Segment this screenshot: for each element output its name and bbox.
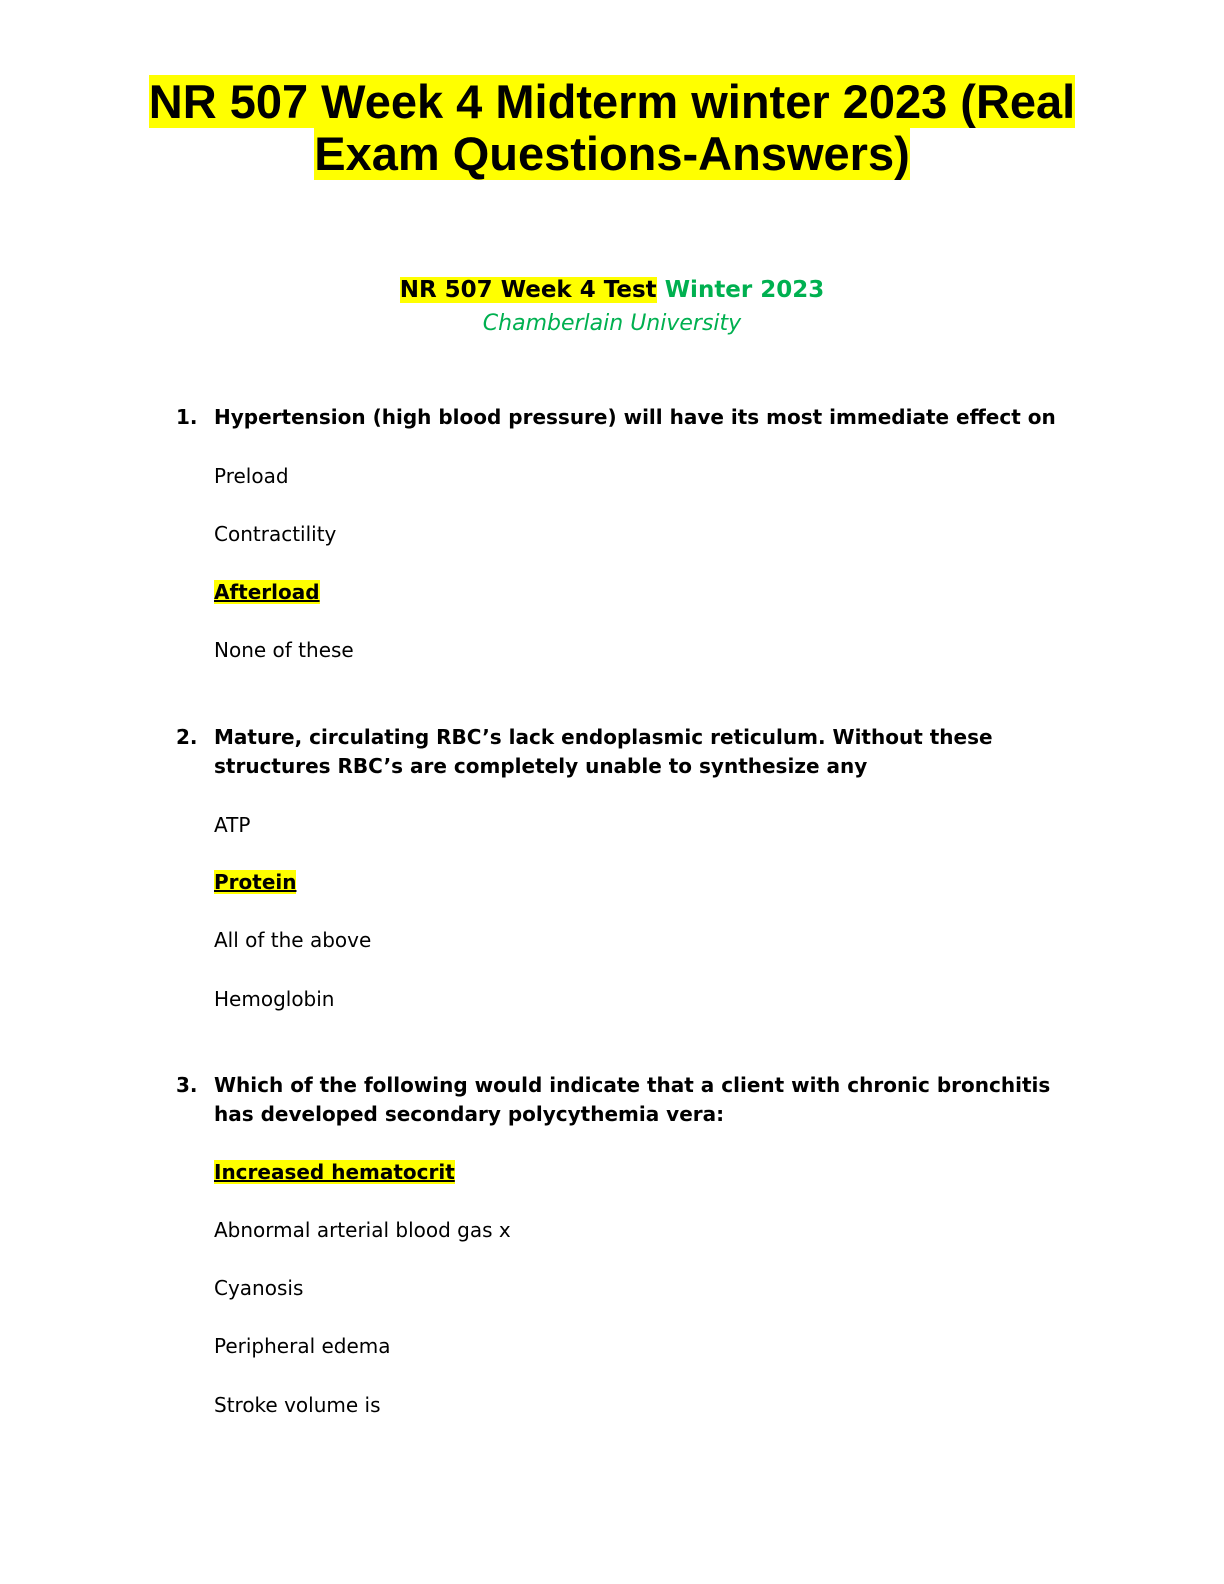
answer-option: ATP — [214, 813, 251, 837]
correct-answer-label: Protein — [214, 870, 297, 894]
question-number: 2. — [176, 725, 198, 749]
question-text: Hypertension (high blood pressure) will … — [214, 405, 1056, 429]
title-line-2: Exam Questions-Answers) — [314, 127, 910, 180]
answer-option: Abnormal arterial blood gas x — [214, 1218, 511, 1242]
answer-option: Hemoglobin — [214, 987, 335, 1011]
document-title: NR 507 Week 4 Midterm winter 2023 (Real … — [0, 75, 1224, 180]
correct-answer-option: Afterload — [214, 578, 320, 606]
answer-option: Preload — [214, 464, 289, 488]
test-subheading: NR 507 Week 4 Test Winter 2023 — [0, 274, 1224, 306]
answer-option: Peripheral edema — [214, 1334, 391, 1358]
answer-option: Contractility — [214, 522, 337, 546]
university-name: Chamberlain University — [482, 311, 742, 336]
question-number: 3. — [176, 1073, 198, 1097]
answer-option: All of the above — [214, 928, 372, 952]
correct-answer-label: Afterload — [214, 580, 320, 604]
correct-answer-option: Protein — [214, 868, 297, 896]
question-text: Which of the following would indicate th… — [214, 1073, 1051, 1126]
answer-option: Cyanosis — [214, 1276, 304, 1300]
title-line-1: NR 507 Week 4 Midterm winter 2023 (Real — [148, 75, 1076, 128]
question-text: Mature, circulating RBC’s lack endoplasm… — [214, 725, 993, 778]
subheading-term: Winter 2023 — [664, 277, 825, 303]
answer-option: Stroke volume is — [214, 1393, 381, 1417]
subheading-highlighted: NR 507 Week 4 Test — [399, 277, 657, 303]
correct-answer-option: Increased hematocrit — [214, 1158, 455, 1186]
answer-option: None of these — [214, 638, 354, 662]
question-number: 1. — [176, 405, 198, 429]
correct-answer-label: Increased hematocrit — [214, 1160, 455, 1184]
